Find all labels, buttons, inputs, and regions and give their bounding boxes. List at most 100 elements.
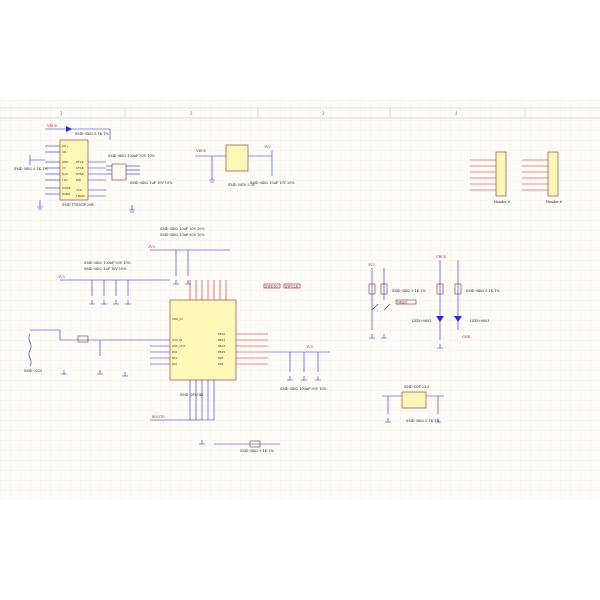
cap-label: SMD 0402 100nF 50V 10% bbox=[108, 154, 156, 158]
ground-icon bbox=[122, 372, 128, 377]
ldo-block: VBUS SMD 5010-3.3V SMD 0402 10uF 10V 20%… bbox=[195, 144, 295, 187]
zone-label-4: 4 bbox=[455, 111, 458, 116]
usb-pin-label: DSR# bbox=[62, 192, 71, 196]
net-port bbox=[283, 283, 301, 289]
ground-icon bbox=[315, 376, 321, 381]
usb-pin-label: DTR# bbox=[76, 172, 85, 176]
zone-label-2: 2 bbox=[190, 111, 193, 116]
mcu-pin-label: PB14 bbox=[218, 344, 225, 348]
mcu-pin-label: PA2 bbox=[172, 362, 177, 366]
net-label-vbus: VBUS bbox=[435, 255, 447, 259]
net-label-swclk: SWCLK bbox=[285, 285, 299, 289]
mcu-pin-label: PA0 bbox=[172, 350, 177, 354]
ground-icon bbox=[129, 205, 135, 213]
ground-icon bbox=[101, 300, 107, 305]
ground-icon bbox=[199, 440, 205, 445]
mcu-block: SMD QFN-48 VDD_IO OSC_IN OSC_OUT PA0 PA1… bbox=[24, 227, 330, 453]
ground-icon bbox=[185, 280, 191, 285]
regulator-chip[interactable] bbox=[401, 391, 427, 409]
net-label-3v3: 3V3 bbox=[306, 345, 313, 349]
mcu-pin-label: PA1 bbox=[172, 356, 177, 360]
usb-pin-label: V3 bbox=[62, 166, 66, 170]
net-label-swdio: SWDIO bbox=[265, 285, 278, 289]
net-label-3v3: 3V3 bbox=[264, 145, 271, 149]
regulator-label: SMD SOT-23-3 bbox=[404, 385, 429, 389]
net-port bbox=[395, 299, 417, 305]
ground-icon bbox=[61, 370, 67, 375]
net-label-gnd: GND bbox=[462, 335, 471, 339]
mcu-pin-label: PA9 bbox=[218, 362, 223, 366]
usb-pin-label: TNOW bbox=[75, 194, 85, 198]
net-label-boot0: BOOT0 bbox=[152, 415, 165, 419]
mcu-pin-label: PA8 bbox=[218, 356, 223, 360]
ldo-regulator[interactable] bbox=[225, 144, 249, 172]
cap-label: SMD 0402 1uF 10V 10% bbox=[84, 267, 127, 271]
usb-pin-label: UD- bbox=[62, 150, 67, 154]
header-connector-1[interactable] bbox=[495, 151, 507, 197]
usb-pin-label: VCC bbox=[76, 188, 82, 192]
ground-icon bbox=[369, 334, 375, 339]
header-label-2: Header 6 bbox=[546, 200, 562, 204]
net-label-nrst: NRST bbox=[397, 301, 408, 305]
ground-icon bbox=[435, 418, 441, 423]
net-label-3v3: 3V3 bbox=[368, 263, 375, 267]
usb-serial-chip[interactable] bbox=[59, 139, 89, 201]
mcu-label: SMD QFN-48 bbox=[180, 393, 203, 397]
usb-pin-label: RTS# bbox=[76, 160, 84, 164]
res-label: SMD 0402 5.1K 1% bbox=[466, 289, 500, 293]
header-block: Header 6 Header 6 bbox=[470, 151, 562, 204]
led-label-2: LED0-0603 bbox=[470, 319, 489, 323]
ground-icon bbox=[113, 300, 119, 305]
mcu-pin-label: PB13 bbox=[218, 338, 225, 342]
cap-label: SMD 0402 10uF 10V 20% bbox=[250, 181, 295, 185]
zone-label-3: 3 bbox=[322, 111, 325, 116]
cap-label: SMD 0402 1uF 10V 10% bbox=[130, 181, 173, 185]
zone-label-1: 1 bbox=[60, 111, 63, 116]
cap-label: SMD 0402 10uF 10V 20% bbox=[160, 227, 205, 231]
led-icon bbox=[436, 316, 444, 322]
usb-pin-label: TxD bbox=[61, 178, 68, 182]
ground-icon bbox=[301, 376, 307, 381]
ground-icon bbox=[125, 300, 131, 305]
coil-icon bbox=[28, 333, 32, 367]
net-label-3v3: 3V3 bbox=[148, 245, 155, 249]
ground-icon bbox=[287, 376, 293, 381]
usb-pin-label: GND bbox=[62, 160, 68, 164]
regulator2-block: SMD SOT-23-3 SMD 0402 5.1K 1% bbox=[382, 385, 444, 423]
usb-pin-label: RxD bbox=[62, 172, 68, 176]
zone-border: 1 2 3 4 bbox=[0, 107, 600, 119]
ldo-label: SMD 5010-3.3V bbox=[228, 183, 256, 187]
resistor[interactable] bbox=[436, 283, 444, 295]
res-label: SMD 0402 5.1K 1% bbox=[75, 132, 109, 136]
mcu-pin-label: PB15 bbox=[218, 350, 225, 354]
resistor[interactable] bbox=[380, 283, 388, 295]
res-label: SMD 0402 5.1K 1% bbox=[392, 289, 426, 293]
usb-pin-label: RI# bbox=[76, 178, 82, 182]
resistor[interactable] bbox=[77, 335, 89, 343]
usb-serial-block: SMD TTSSOP-20B UD+ UD- GND V3 RxD TxD DC… bbox=[14, 124, 173, 213]
mcu-pin-label: VDD_IO bbox=[172, 317, 183, 321]
res-label: SMD 0402 5.1K 1% bbox=[406, 419, 440, 423]
ground-icon bbox=[97, 370, 103, 375]
ground-icon bbox=[385, 418, 391, 423]
net-label-vbus: VBUS bbox=[46, 124, 58, 128]
ground-icon bbox=[381, 334, 387, 339]
ground-icon bbox=[437, 344, 443, 349]
esd-chip[interactable] bbox=[111, 163, 127, 181]
resistor[interactable] bbox=[368, 283, 376, 295]
resistor[interactable] bbox=[249, 440, 261, 448]
mcu-chip[interactable] bbox=[169, 299, 237, 381]
led-label-1: LED0-0603 bbox=[412, 319, 431, 323]
header-connector-2[interactable] bbox=[547, 151, 559, 197]
ground-icon bbox=[209, 176, 215, 183]
ground-icon bbox=[173, 280, 179, 285]
resistor[interactable] bbox=[454, 283, 462, 295]
net-port bbox=[263, 283, 281, 289]
grid bbox=[0, 100, 600, 500]
crystal-label: SMD 3225 bbox=[24, 369, 42, 373]
net-label-3v3: 3V3 bbox=[58, 275, 65, 279]
res-label: SMD 0402 5.1K 1% bbox=[240, 449, 274, 453]
ground-icon bbox=[89, 300, 95, 305]
usb-chip-label: SMD TTSSOP-20B bbox=[62, 203, 94, 207]
